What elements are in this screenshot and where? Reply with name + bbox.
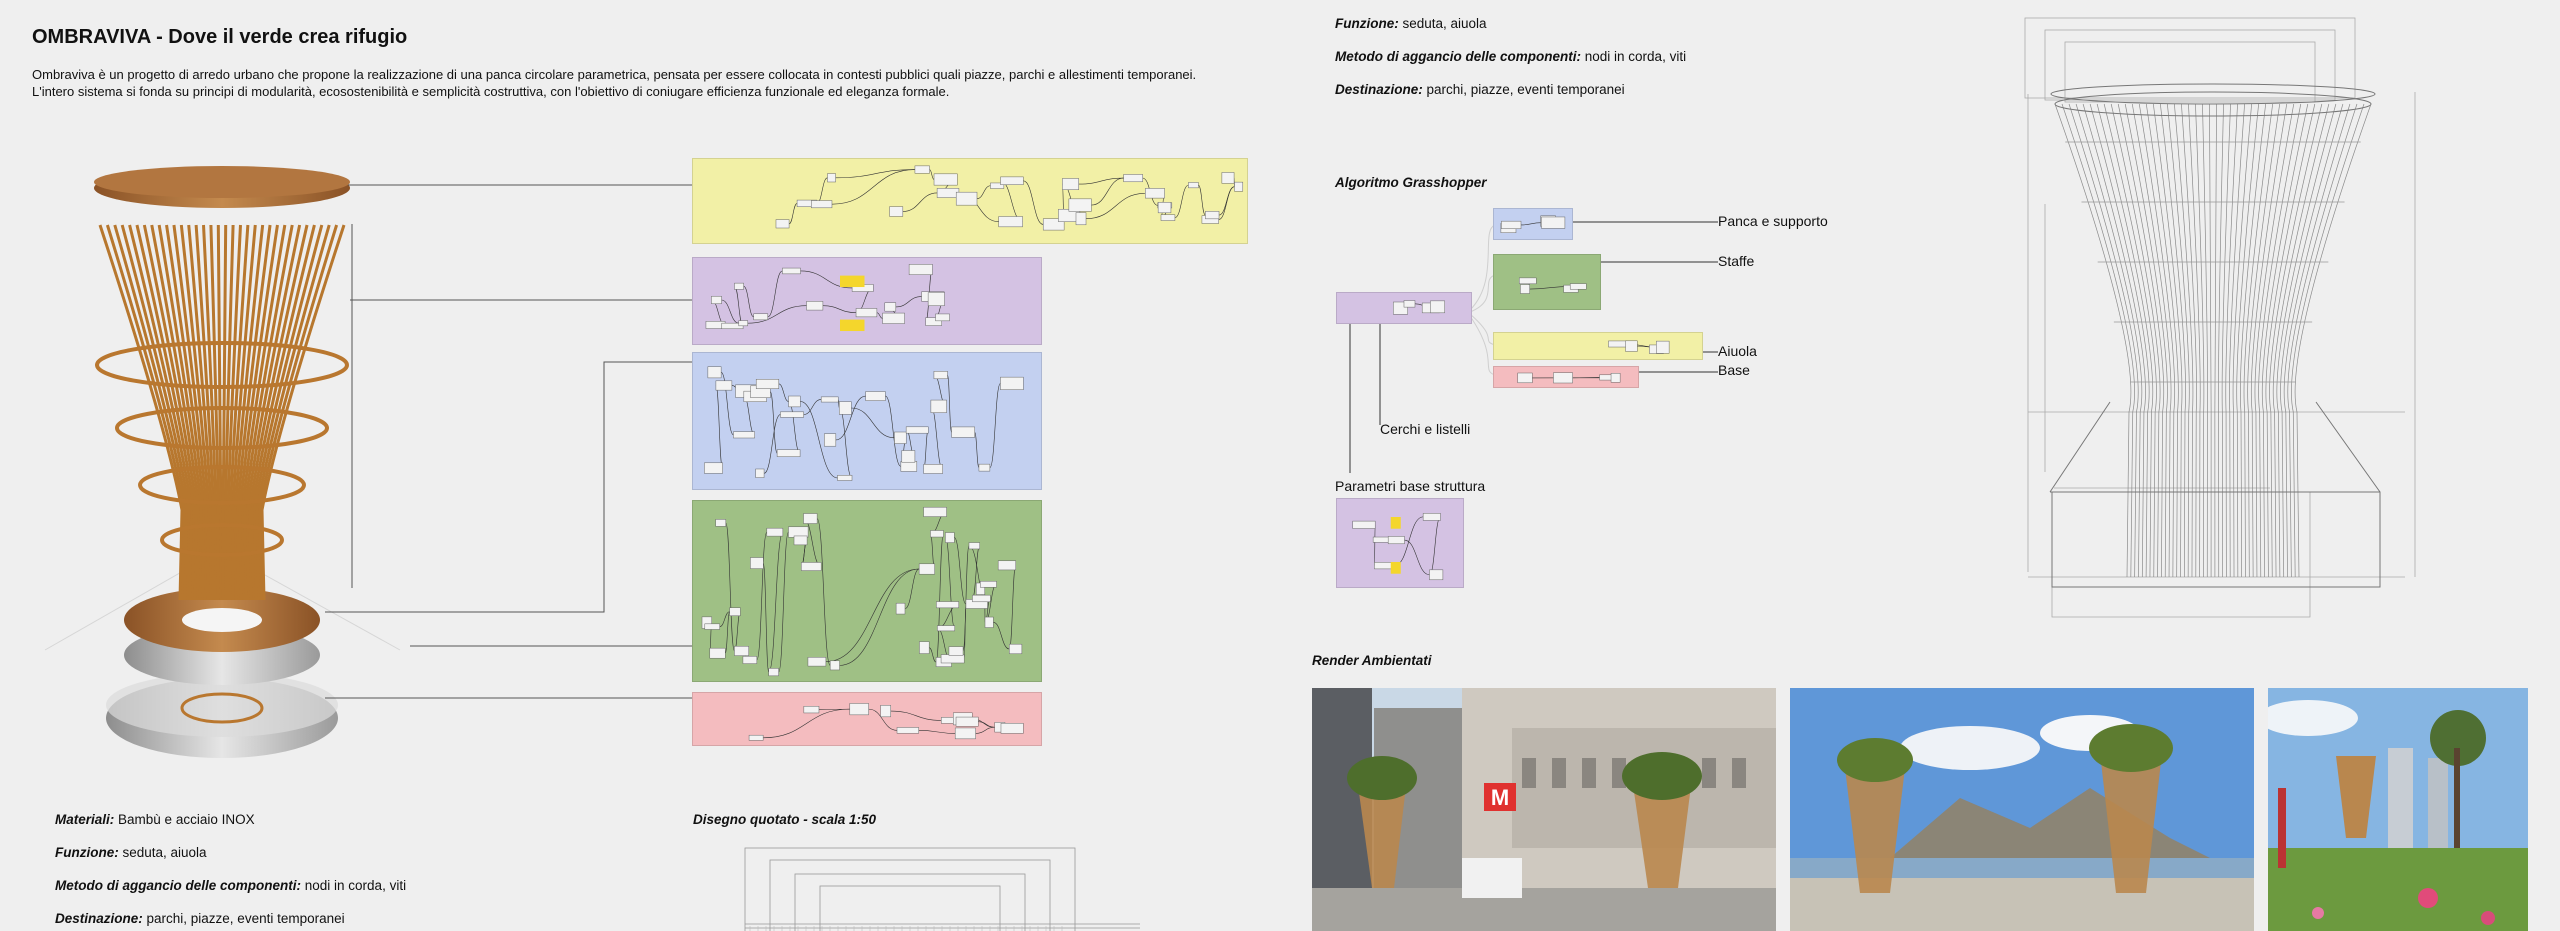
algorithm-wires (1349, 221, 1718, 473)
spec-metodo-right: Metodo di aggancio delle componenti: nod… (1335, 49, 1687, 64)
render-parco (2268, 688, 2528, 931)
dimensioned-drawing-small (744, 847, 1140, 931)
page-title: OMBRAVIVA - Dove il verde crea rifugio (32, 26, 408, 48)
gh-mini-yellow (1493, 332, 1703, 360)
exploded-model-illustration (44, 166, 401, 758)
render-piazza-metro: M (1312, 688, 1776, 931)
label-cerchi-listelli: Cerchi e listelli (1380, 421, 1471, 437)
gh-panel-purple (692, 257, 1042, 345)
leader-lines-left (325, 184, 692, 699)
gh-panel-yellow (692, 158, 1248, 244)
gh-panel-green (692, 500, 1042, 682)
section-algoritmo: Algoritmo Grasshopper (1335, 175, 1487, 190)
spec-destinazione: Destinazione: parchi, piazze, eventi tem… (55, 911, 345, 926)
spec-funzione: Funzione: seduta, aiuola (55, 845, 207, 860)
gh-mini-blue (1493, 208, 1573, 240)
dimensioned-drawing-large (2024, 17, 2416, 618)
gh-mini-pink (1493, 366, 1639, 388)
spec-destinazione-right: Destinazione: parchi, piazze, eventi tem… (1335, 82, 1625, 97)
gh-panel-pink (692, 692, 1042, 746)
section-render: Render Ambientati (1312, 653, 1432, 668)
spec-funzione-right: Funzione: seduta, aiuola (1335, 16, 1487, 31)
label-base: Base (1718, 362, 1750, 378)
spec-materiali: Materiali: Bambù e acciaio INOX (55, 812, 255, 827)
gh-mini-purple-params (1336, 498, 1464, 588)
intro-paragraph: Ombraviva è un progetto di arredo urbano… (32, 67, 1197, 99)
render-piazza-mare (1790, 688, 2254, 931)
label-aiuola: Aiuola (1718, 343, 1757, 359)
label-panca-supporto: Panca e supporto (1718, 213, 1828, 229)
spec-metodo: Metodo di aggancio delle componenti: nod… (55, 878, 407, 893)
metro-m-icon: M (1491, 785, 1509, 810)
label-staffe: Staffe (1718, 253, 1755, 269)
gh-mini-green (1493, 254, 1601, 310)
label-parametri-base: Parametri base struttura (1335, 478, 1486, 494)
gh-panel-blue (692, 352, 1042, 490)
gh-mini-purple (1336, 292, 1472, 324)
section-disegno-quotato: Disegno quotato - scala 1:50 (693, 812, 877, 827)
